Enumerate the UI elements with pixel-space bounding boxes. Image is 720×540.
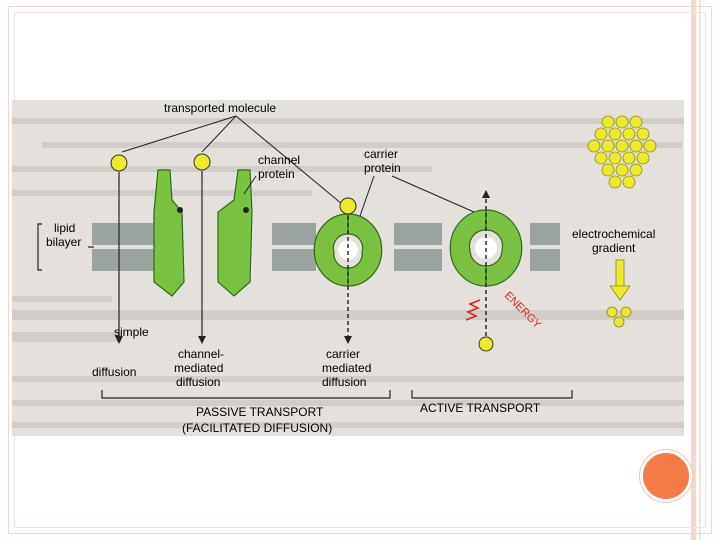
simple-diffusion-arrowhead — [115, 336, 123, 344]
gradient-molecules-low — [606, 306, 632, 328]
carrier-mediated-label-line2: mediated — [322, 361, 371, 375]
slide-frame-outer — [8, 6, 712, 534]
channel-protein-pointer — [243, 175, 257, 195]
decorative-orange-dot — [640, 450, 692, 502]
electrochemical-label-line1: electrochemical — [572, 227, 655, 241]
active-transport-arrowhead — [482, 190, 490, 198]
carrier-mediated-label-line1: carrier — [326, 347, 360, 361]
right-decor-stripe-thin — [699, 0, 701, 540]
passive-transport-label: PASSIVE TRANSPORT — [196, 405, 324, 419]
carrier-protein-label-line2: protein — [364, 161, 401, 175]
passive-transport-bracket — [101, 390, 391, 399]
membrane-transport-diagram: lipid bilayer transported molecule chann… — [12, 100, 684, 436]
molecule-active-transport — [478, 336, 494, 352]
lipid-bilayer-label-line1: lipid — [54, 221, 75, 235]
channel-mediated-label-line1: channel- — [178, 347, 224, 361]
channel-gate-left — [177, 207, 183, 213]
channel-mediated-label-line3: diffusion — [176, 375, 220, 389]
transported-molecule-label: transported molecule — [164, 101, 276, 115]
lipid-bilayer-bracket — [37, 223, 42, 271]
lipid-bilayer-membrane — [92, 223, 560, 271]
gradient-molecule-cluster — [587, 115, 657, 189]
molecule-simple-diffusion — [110, 154, 128, 172]
gradient-arrow-head — [609, 285, 631, 301]
diagram-svg: lipid bilayer transported molecule chann… — [12, 101, 684, 435]
facilitated-diffusion-label: (FACILITATED DIFFUSION) — [182, 421, 332, 435]
electrochemical-label-line2: gradient — [592, 241, 636, 255]
energy-bolt — [465, 299, 481, 321]
active-transport-bracket — [411, 390, 573, 399]
carrier-protein-label-line1: carrier — [364, 147, 398, 161]
molecule-channel-mediated — [193, 153, 211, 171]
channel-diffusion-arrowhead — [198, 336, 206, 344]
lipid-bilayer-label-line2: bilayer — [46, 235, 81, 249]
carrier-protein-pointer-left — [359, 175, 375, 217]
channel-mediated-label-line2: mediated — [174, 361, 223, 375]
carrier-protein-pointer-right — [391, 175, 475, 213]
active-transport-label: ACTIVE TRANSPORT — [420, 401, 541, 415]
carrier-diffusion-arrowhead — [344, 336, 352, 344]
carrier-protein-passive — [313, 213, 383, 287]
channel-protein — [153, 169, 253, 297]
channel-protein-label-line1: channel — [258, 153, 300, 167]
right-decor-stripe — [691, 0, 696, 540]
channel-protein-label-line2: protein — [258, 167, 295, 181]
simple-diffusion-label-line2: diffusion — [92, 365, 136, 379]
carrier-mediated-label-line3: diffusion — [322, 375, 366, 389]
simple-diffusion-label-line1: simple — [114, 325, 149, 339]
gradient-arrow-shaft — [615, 259, 625, 289]
channel-gate-right — [243, 207, 249, 213]
molecule-carrier-passive — [339, 197, 357, 215]
molecule-pointer-lines — [121, 115, 343, 205]
